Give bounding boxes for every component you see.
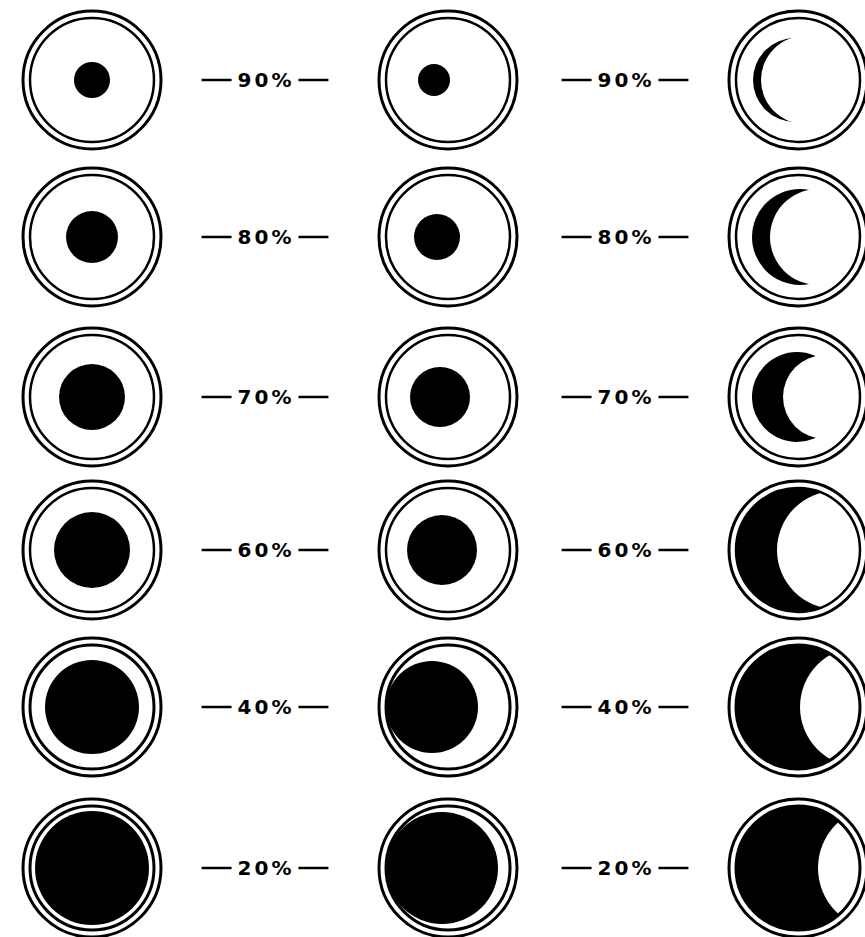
dash-line — [298, 867, 328, 870]
dash-line — [202, 867, 232, 870]
dash-line — [298, 236, 328, 239]
dash-line — [562, 706, 592, 709]
percent-label: 90% — [238, 70, 295, 90]
dash-line — [298, 396, 328, 399]
dash-line — [562, 867, 592, 870]
dash-line — [658, 706, 688, 709]
dash-line — [562, 549, 592, 552]
dash-line — [658, 867, 688, 870]
percent-label: 80% — [238, 227, 295, 247]
percent-label: 40% — [238, 697, 295, 717]
dash-line — [202, 549, 232, 552]
percent-label: 70% — [598, 387, 655, 407]
dash-line — [562, 79, 592, 82]
dash-line — [298, 706, 328, 709]
double-ring — [23, 11, 865, 937]
dash-lines — [202, 80, 689, 868]
dash-line — [562, 396, 592, 399]
percent-label: 20% — [238, 858, 295, 878]
dash-line — [562, 236, 592, 239]
dash-line — [658, 79, 688, 82]
percent-label: 80% — [598, 227, 655, 247]
percent-label: 60% — [238, 540, 295, 560]
percent-label: 70% — [238, 387, 295, 407]
percent-label: 60% — [598, 540, 655, 560]
dash-line — [658, 236, 688, 239]
percent-label: 90% — [598, 70, 655, 90]
dash-line — [202, 396, 232, 399]
dash-line — [202, 79, 232, 82]
dash-line — [202, 706, 232, 709]
dash-line — [658, 549, 688, 552]
dash-line — [298, 79, 328, 82]
crescent-column — [736, 36, 865, 930]
dash-line — [298, 549, 328, 552]
percent-label: 20% — [598, 858, 655, 878]
dash-line — [202, 236, 232, 239]
dash-line — [658, 396, 688, 399]
percent-label: 40% — [598, 697, 655, 717]
